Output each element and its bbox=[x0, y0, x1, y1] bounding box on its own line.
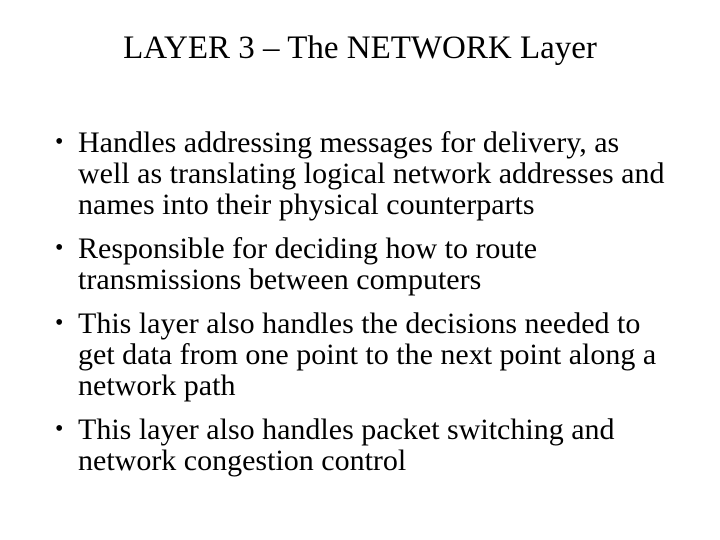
slide-title: LAYER 3 – The NETWORK Layer bbox=[123, 30, 597, 66]
bullet-line: get data from one point to the next poin… bbox=[78, 338, 657, 371]
bullet-list: • Handles addressing messages for delive… bbox=[55, 127, 683, 489]
bullet-icon: • bbox=[55, 416, 64, 442]
bullet-line: This layer also handles packet switching… bbox=[78, 413, 615, 446]
bullet-line: network path bbox=[78, 369, 236, 402]
bullet-line: network congestion control bbox=[78, 444, 407, 477]
bullet-item-3: • This layer also handles the decisions … bbox=[55, 308, 683, 401]
bullet-item-1: • Handles addressing messages for delive… bbox=[55, 127, 683, 220]
bullet-line: Responsible for deciding how to route bbox=[78, 232, 538, 265]
bullet-line: names into their physical counterparts bbox=[78, 188, 535, 221]
bullet-line: Handles addressing messages for delivery… bbox=[78, 126, 620, 159]
bullet-text: This layer also handles the decisions ne… bbox=[78, 308, 683, 401]
bullet-item-2: • Responsible for deciding how to route … bbox=[55, 233, 683, 295]
bullet-text: This layer also handles packet switching… bbox=[78, 414, 683, 476]
bullet-line: well as translating logical network addr… bbox=[78, 157, 665, 190]
bullet-icon: • bbox=[55, 129, 64, 155]
bullet-line: transmissions between computers bbox=[78, 263, 482, 296]
bullet-icon: • bbox=[55, 235, 64, 261]
bullet-icon: • bbox=[55, 310, 64, 336]
bullet-line: This layer also handles the decisions ne… bbox=[78, 307, 641, 340]
bullet-text: Handles addressing messages for delivery… bbox=[78, 127, 683, 220]
bullet-text: Responsible for deciding how to route tr… bbox=[78, 233, 683, 295]
bullet-item-4: • This layer also handles packet switchi… bbox=[55, 414, 683, 476]
